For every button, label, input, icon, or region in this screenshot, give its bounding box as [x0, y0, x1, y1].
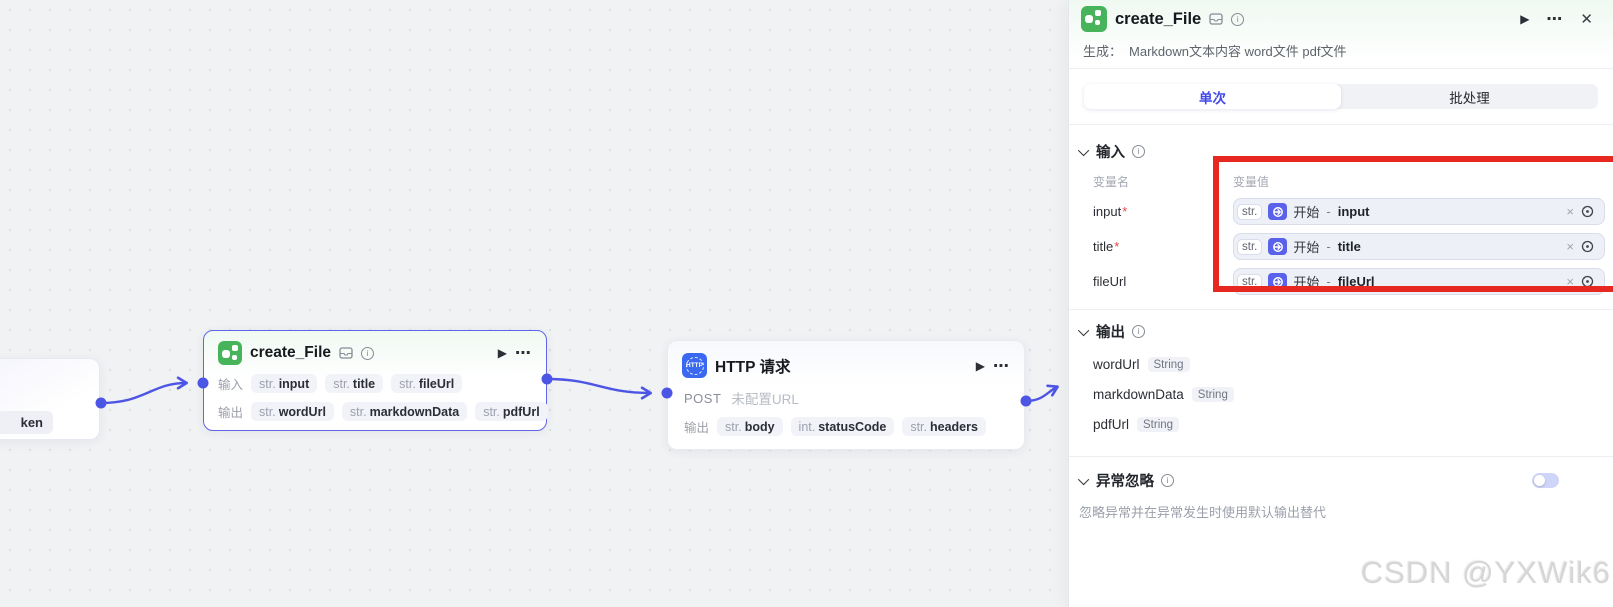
plugin-icon — [218, 341, 242, 365]
node-title: create_File — [250, 344, 331, 361]
tab-batch[interactable]: 批处理 — [1449, 90, 1490, 106]
node-title: HTTP 请求 — [715, 358, 791, 376]
outputs-label: 输出 — [684, 421, 710, 435]
box-icon — [339, 347, 353, 359]
exception-description: 忽略异常并在异常发生时使用默认输出替代 — [1079, 505, 1327, 520]
input-row-fileurl: fileUrl str. 开始-fileUrl × — [1077, 268, 1605, 295]
input-section: 输入 i 变量名 变量值 input* str. 开始-input × — [1069, 125, 1613, 309]
output-pill: str.pdfUrl — [475, 402, 548, 421]
variable-value-input[interactable]: str. 开始-title × — [1233, 233, 1605, 260]
node-more-button[interactable]: ⋯ — [993, 357, 1010, 375]
condition-icon[interactable] — [1580, 239, 1595, 254]
info-icon[interactable]: i — [1132, 325, 1145, 338]
edge-start-to-createfile[interactable] — [100, 376, 188, 405]
http-icon: HTTP — [682, 353, 707, 378]
info-icon[interactable]: i — [361, 346, 374, 360]
variable-name: title* — [1093, 239, 1120, 254]
required-mark: * — [1114, 239, 1120, 254]
panel-title: create_File — [1115, 9, 1202, 28]
variable-name: input* — [1093, 204, 1128, 219]
clear-value-button[interactable]: × — [1566, 274, 1574, 289]
run-mode-tabbar: 单次 批处理 — [1084, 84, 1598, 109]
type-badge: String — [1147, 357, 1190, 372]
panel-close-button[interactable]: ✕ — [1580, 11, 1593, 28]
start-node-output-pill: ken — [0, 411, 53, 434]
tab-single-run[interactable]: 单次 — [1084, 84, 1341, 109]
type-selector[interactable]: str. — [1237, 238, 1263, 255]
info-icon[interactable]: i — [1161, 474, 1174, 487]
required-mark: * — [1122, 204, 1128, 219]
output-section-title: 输出 — [1096, 325, 1125, 341]
node-description: 生成：Markdown文本内容 word文件 pdf文件 — [1083, 44, 1347, 59]
run-node-button[interactable]: ▶ — [975, 358, 985, 373]
type-badge: String — [1191, 387, 1234, 402]
clear-value-button[interactable]: × — [1566, 204, 1574, 219]
output-pill: str.body — [717, 417, 783, 436]
plugin-icon — [1081, 6, 1107, 32]
outputs-label: 输出 — [218, 406, 244, 420]
input-row-title: title* str. 开始-title × — [1077, 233, 1605, 260]
start-node-badge — [1268, 203, 1288, 220]
box-icon — [1209, 13, 1223, 25]
variable-name: fileUrl — [1093, 274, 1127, 289]
chevron-down-icon[interactable] — [1077, 144, 1090, 156]
column-headers: 变量名 变量值 — [1093, 175, 1270, 189]
output-item: pdfUrl String — [1077, 417, 1605, 432]
node-config-panel: create_File i ▶ ⋯ ✕ 生成：Markdown文本内容 word… — [1068, 0, 1613, 607]
http-method: POST — [684, 390, 722, 406]
chevron-down-icon[interactable] — [1077, 473, 1090, 485]
run-node-button[interactable]: ▶ — [497, 346, 507, 360]
condition-icon[interactable] — [1580, 204, 1595, 219]
type-selector[interactable]: str. — [1237, 203, 1263, 220]
clear-value-button[interactable]: × — [1566, 239, 1574, 254]
chevron-down-icon[interactable] — [1077, 324, 1090, 336]
edge-http-outgoing[interactable] — [1025, 384, 1059, 403]
http-request-node[interactable]: HTTP HTTP 请求 ▶ ⋯ POST 未配置URL 输出 str.body… — [667, 340, 1025, 450]
output-section: 输出 i wordUrl String markdownData String … — [1069, 310, 1613, 456]
edge-createfile-to-http[interactable] — [546, 377, 652, 400]
node-more-button[interactable]: ⋯ — [515, 345, 532, 362]
output-pill: str.wordUrl — [251, 402, 334, 421]
type-badge: String — [1137, 417, 1180, 432]
input-pill: str.title — [325, 374, 384, 393]
variable-value-input[interactable]: str. 开始-input × — [1233, 198, 1605, 225]
http-url-placeholder: 未配置URL — [731, 392, 799, 407]
start-node-badge — [1268, 273, 1288, 290]
exception-ignore-toggle[interactable] — [1532, 473, 1559, 488]
panel-run-button[interactable]: ▶ — [1520, 12, 1530, 26]
input-section-title: 输入 — [1096, 145, 1125, 161]
start-node-badge — [1268, 238, 1288, 255]
info-icon[interactable]: i — [1231, 12, 1245, 26]
output-pill: int.statusCode — [790, 417, 895, 436]
condition-icon[interactable] — [1580, 274, 1595, 289]
output-pill: str.headers — [902, 417, 986, 436]
panel-more-button[interactable]: ⋯ — [1546, 11, 1564, 28]
type-selector[interactable]: str. — [1237, 273, 1263, 290]
output-item: markdownData String — [1077, 387, 1605, 402]
exception-section-title: 异常忽略 — [1096, 474, 1154, 490]
output-item: wordUrl String — [1077, 357, 1605, 372]
output-pill: str.markdownData — [341, 402, 468, 421]
input-row-input: input* str. 开始-input × — [1077, 198, 1605, 225]
exception-section: 异常忽略 i 忽略异常并在异常发生时使用默认输出替代 — [1069, 457, 1613, 535]
variable-value-input[interactable]: str. 开始-fileUrl × — [1233, 268, 1605, 295]
watermark: CSDN @YXWik6 — [1360, 555, 1611, 590]
input-pill: str.input — [251, 374, 318, 393]
input-pill: str.fileUrl — [391, 374, 463, 393]
create-file-node[interactable]: create_File i ▶ ⋯ 输入 str.input str.title… — [203, 330, 548, 431]
start-node-partial[interactable]: ken — [0, 358, 100, 440]
inputs-label: 输入 — [218, 378, 244, 392]
info-icon[interactable]: i — [1132, 145, 1145, 158]
